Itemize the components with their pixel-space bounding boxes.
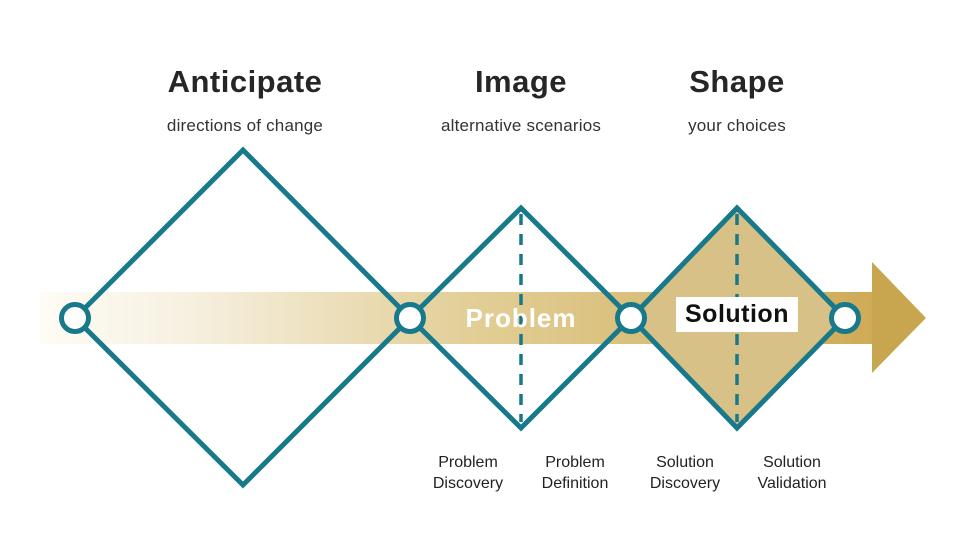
milestone-circle-solution-start [615, 302, 647, 334]
phase-subtitle-shape: your choices [688, 116, 786, 135]
phase-title-anticipate: Anticipate [167, 64, 323, 99]
problem-band-label: Problem [465, 303, 577, 333]
phase-title-shape: Shape [689, 64, 785, 99]
arrowhead-icon [872, 262, 926, 373]
milestone-circle-start [59, 302, 91, 334]
solution-band-label: Solution [676, 297, 798, 332]
stage-label-solution-validation: Solution Validation [757, 454, 827, 492]
stage-label-solution-discovery: Solution Discovery [649, 454, 721, 492]
phase-title-image: Image [474, 64, 568, 99]
milestone-circle-problem-start [394, 302, 426, 334]
phase-subtitle-anticipate: directions of change [166, 116, 324, 135]
phase-header-shape: Shape your choices [587, 62, 887, 136]
phase-subtitle-image: alternative scenarios [440, 116, 602, 135]
stage-label-problem-definition: Problem Definition [541, 454, 609, 492]
phase-header-image: Image alternative scenarios [371, 62, 671, 136]
stage-label-problem-discovery: Problem Discovery [432, 454, 504, 492]
milestone-circle-end [829, 302, 861, 334]
phase-header-anticipate: Anticipate directions of change [95, 62, 395, 136]
